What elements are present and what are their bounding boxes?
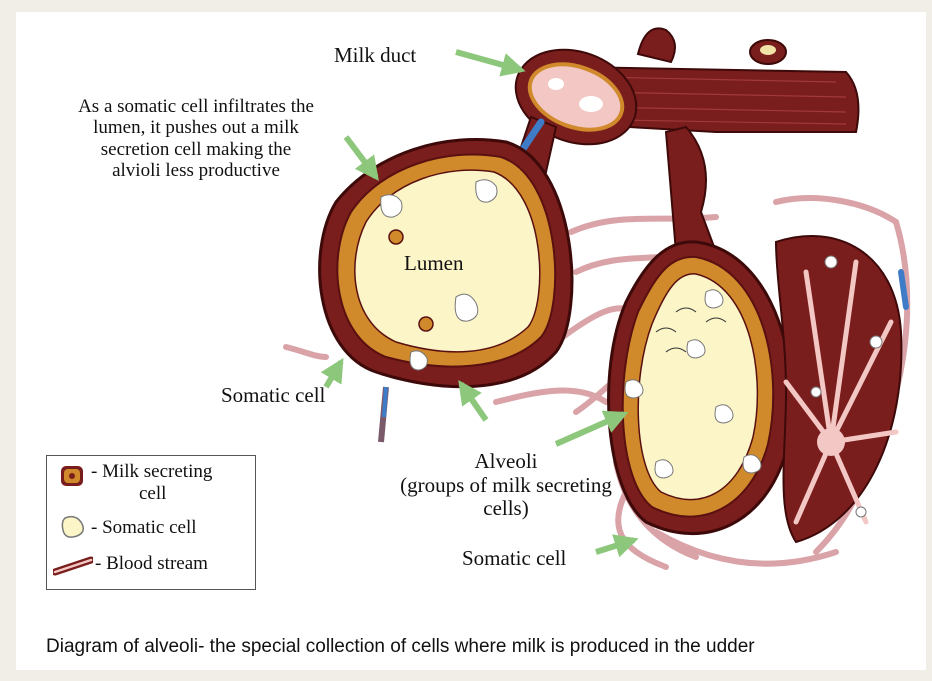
blood-stream-icon <box>53 554 93 576</box>
alveoli-label: Alveoli (groups of milk secreting cells) <box>396 450 616 521</box>
legend-somatic: - Somatic cell <box>91 518 197 539</box>
legend-milk-secreting-line-1: - Milk secreting <box>91 462 212 483</box>
alveoli-line-2: (groups of milk secreting <box>396 474 616 498</box>
somatic-cell-icon <box>59 514 85 540</box>
legend: - Milk secreting cell - Somatic cell - B… <box>46 455 256 590</box>
arrow-alveoli-left <box>461 384 486 420</box>
legend-blood-stream: - Blood stream <box>95 554 208 575</box>
arrow-annotation <box>346 137 376 177</box>
legend-milk-secreting-line-2: cell <box>139 484 166 505</box>
caption: Diagram of alveoli- the special collecti… <box>46 636 755 658</box>
alveoli-line-1: Alveoli <box>396 450 616 474</box>
alveoli-cluster <box>776 236 906 542</box>
somatic-cell-label-right: Somatic cell <box>462 547 566 571</box>
alveoli-line-3: cells) <box>396 497 616 521</box>
diagram-frame: Milk duct As a somatic cell infiltrates … <box>16 12 926 670</box>
arrow-milk-duct <box>456 52 521 70</box>
annotation-line-4: alvioli less productive <box>46 160 346 181</box>
lumen-label: Lumen <box>404 252 463 276</box>
milk-duct-label: Milk duct <box>334 44 416 68</box>
somatic-cell-label-left: Somatic cell <box>221 384 325 408</box>
annotation-line-2: lumen, it pushes out a milk <box>46 117 346 138</box>
milk-secreting-cell-icon <box>59 464 85 488</box>
arrow-somatic-left <box>326 362 341 387</box>
annotation-line-1: As a somatic cell infiltrates the <box>46 96 346 117</box>
right-alveolus <box>609 242 792 534</box>
annotation-line-3: secretion cell making the <box>46 139 346 160</box>
annotation-text: As a somatic cell infiltrates the lumen,… <box>46 96 346 181</box>
